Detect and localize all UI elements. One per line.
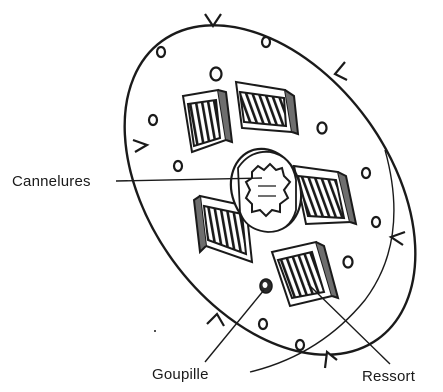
rivet-hole	[262, 37, 270, 47]
rivet-hole	[362, 168, 370, 178]
rivet-hole	[344, 257, 353, 268]
rivet-hole	[174, 161, 182, 171]
rivet-hole	[149, 115, 157, 125]
label-goupille: Goupille	[152, 366, 209, 383]
goupille-pin	[260, 279, 272, 293]
label-ressort: Ressort	[362, 368, 415, 385]
rivet-hole	[211, 68, 222, 81]
rivet-hole	[296, 340, 304, 350]
rivet-hole	[259, 319, 267, 329]
rivet-hole	[157, 47, 165, 57]
label-cannelures: Cannelures	[12, 173, 91, 190]
speck	[154, 330, 156, 332]
rivet-hole	[318, 123, 327, 134]
rivet-hole	[372, 217, 380, 227]
